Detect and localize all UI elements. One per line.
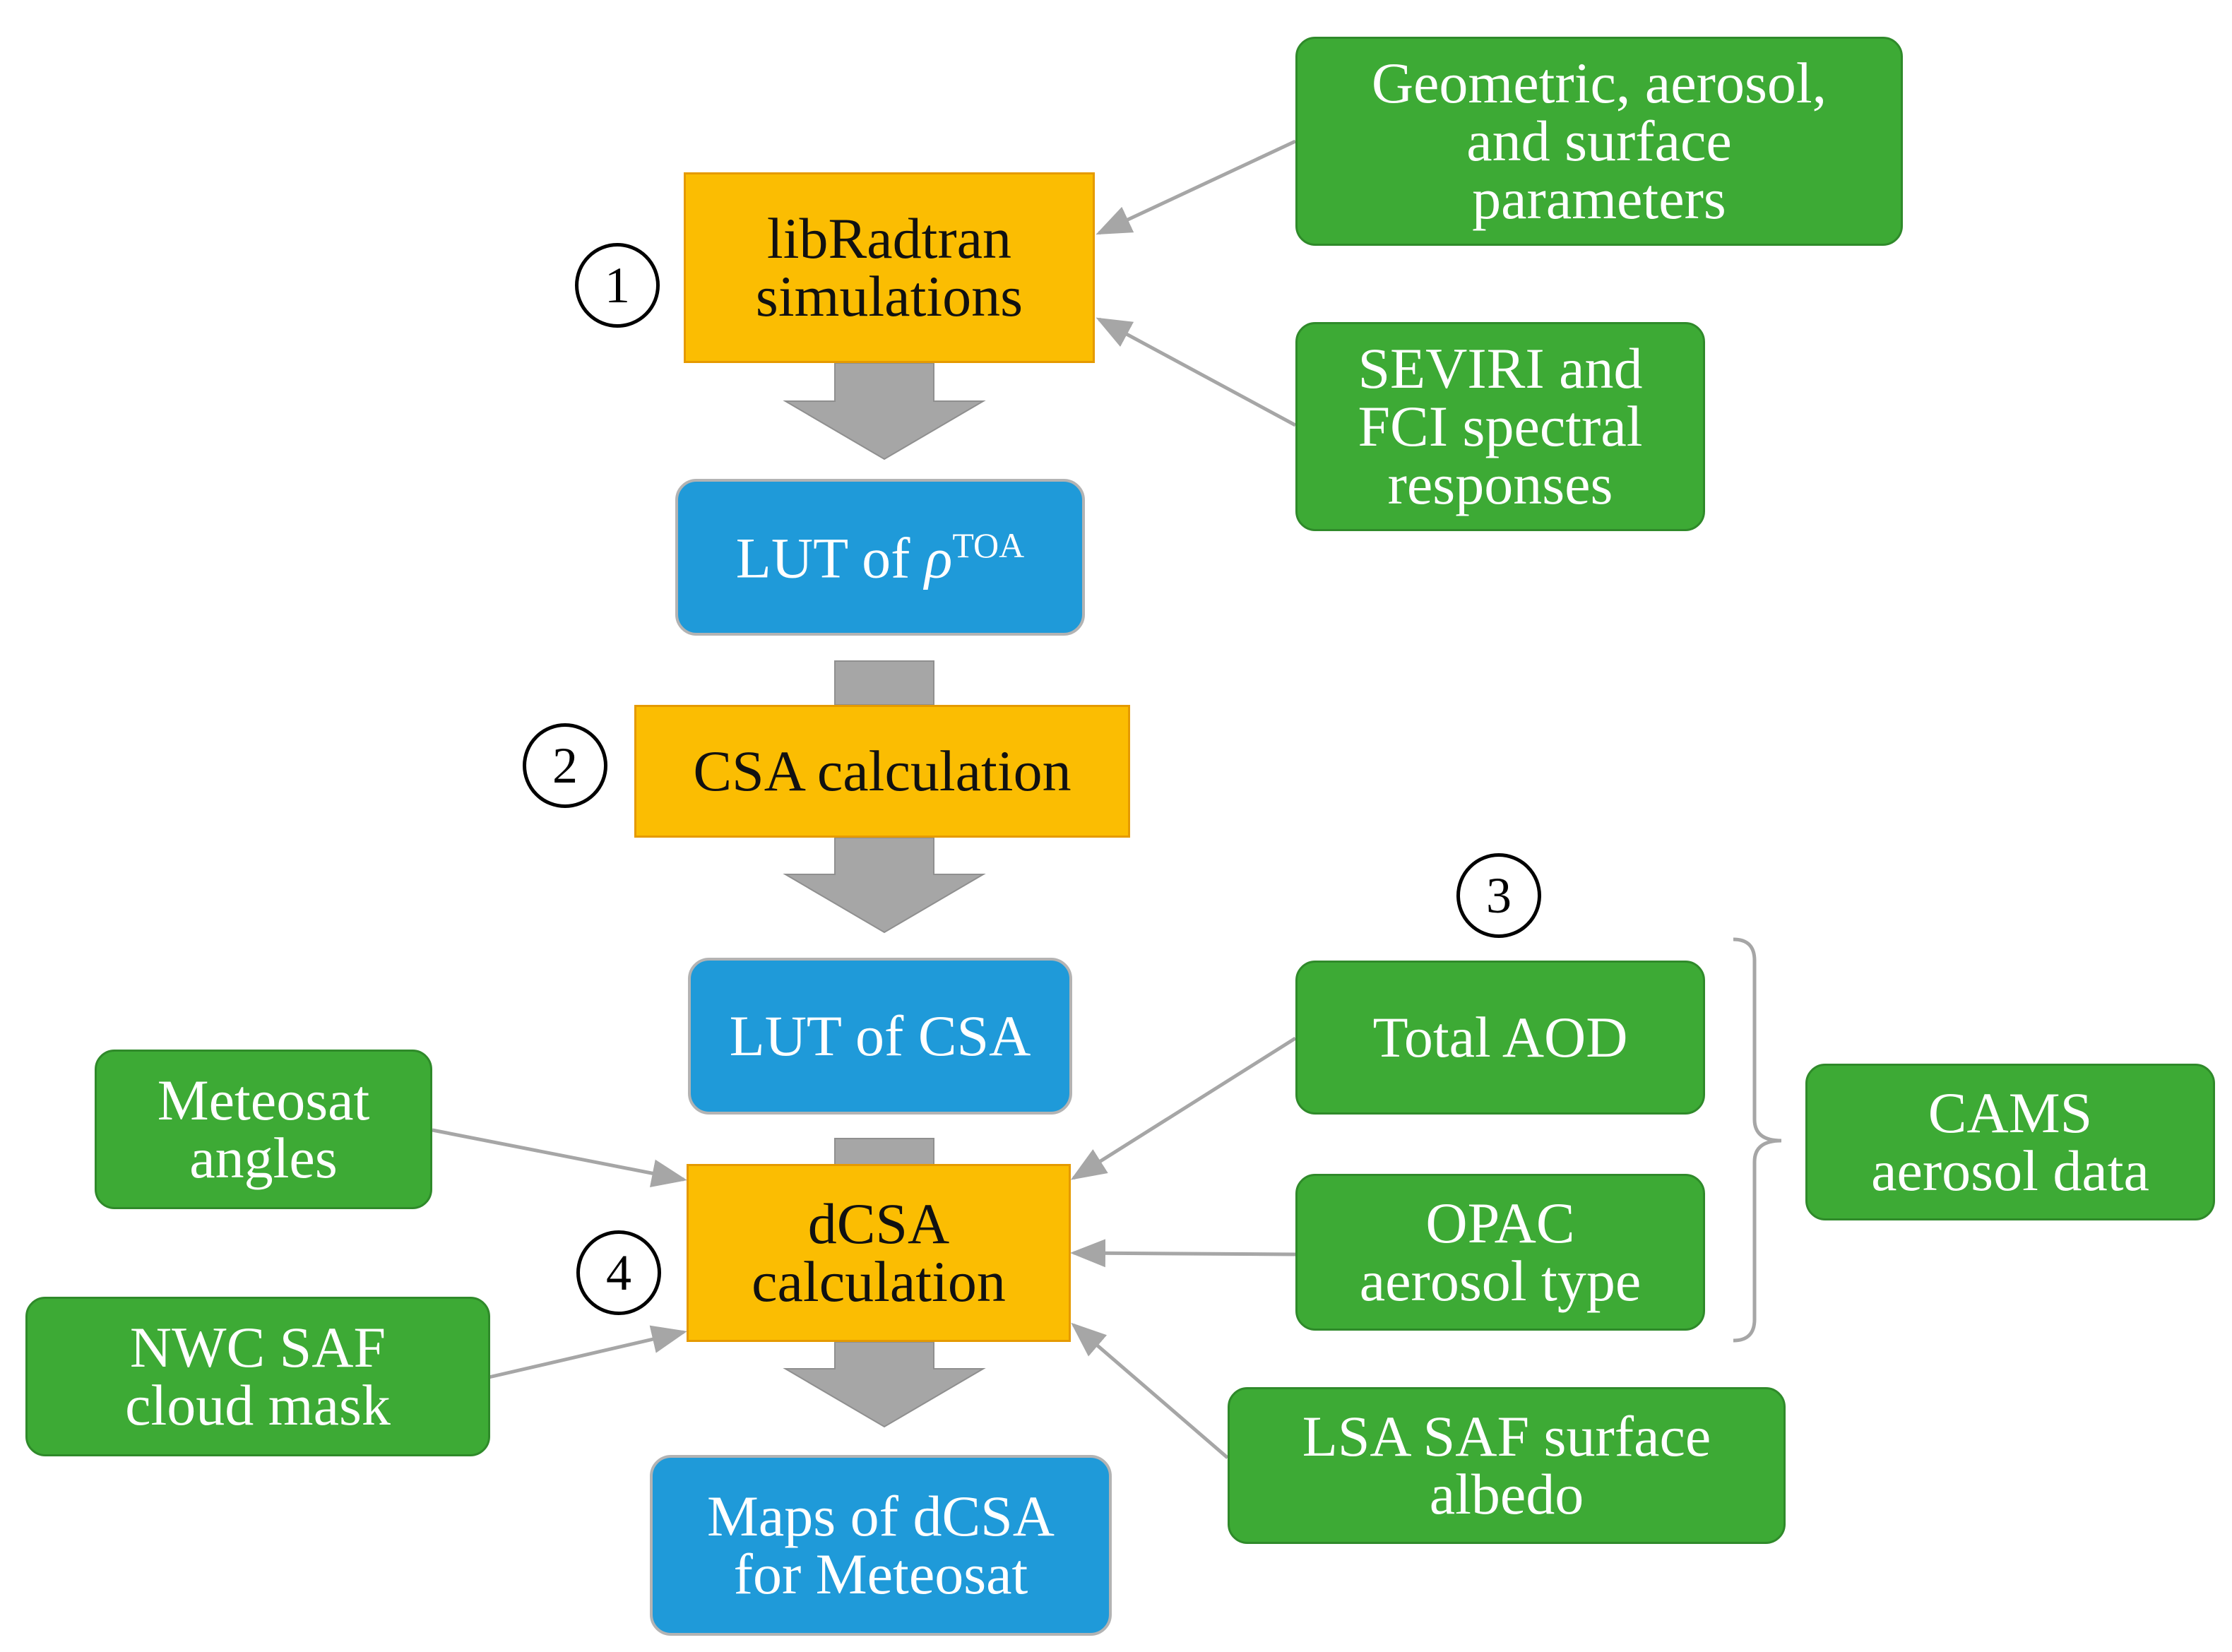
cams-aerosol-data-box: CAMS aerosol data [1805,1064,2215,1220]
arrow-nwc-to-dcsa [488,1325,687,1379]
geometric-parameters-label: Geometric, aerosol, and surface paramete… [1371,51,1827,231]
total-aod-box: Total AOD [1295,961,1705,1115]
arrow-seviri-to-libradtran [1096,317,1297,427]
maps-dcsa-box: Maps of dCSA for Meteosat [650,1455,1112,1636]
csa-calculation-label: CSA calculation [693,739,1072,803]
arrow-geometric-to-libradtran [1096,139,1297,235]
grouping-brace [1733,937,1782,1343]
lut-rho-toa-label: LUT of ρTOA [735,525,1025,590]
lsa-saf-albedo-box: LSA SAF surface albedo [1228,1387,1786,1544]
cams-aerosol-data-label: CAMS aerosol data [1871,1081,2149,1203]
arrow-lsa-to-dcsa [1071,1322,1229,1459]
lsa-saf-albedo-label: LSA SAF surface albedo [1302,1404,1711,1526]
rho-symbol: ρ [925,525,953,590]
step-marker-1: 1 [575,243,660,328]
lut-rho-toa-box: LUT of ρTOA [675,479,1085,636]
dcsa-calculation-box: dCSA calculation [687,1164,1071,1342]
arrow-angles-to-dcsa [432,1128,687,1187]
step-marker-2: 2 [523,723,607,808]
total-aod-label: Total AOD [1372,1005,1628,1069]
meteosat-angles-label: Meteosat angles [157,1068,370,1190]
opac-aerosol-type-box: OPAC aerosol type [1295,1174,1705,1331]
arrow-opac-to-dcsa [1070,1239,1296,1268]
seviri-fci-responses-box: SEVIRI and FCI spectral responses [1295,322,1705,531]
csa-calculation-box: CSA calculation [634,705,1130,838]
libradtran-simulations-label: libRadtran simulations [755,206,1023,328]
toa-superscript: TOA [952,525,1025,565]
lut-csa-box: LUT of CSA [688,958,1072,1115]
seviri-fci-responses-label: SEVIRI and FCI spectral responses [1358,336,1643,516]
libradtran-simulations-box: libRadtran simulations [684,172,1095,363]
maps-dcsa-label: Maps of dCSA for Meteosat [706,1484,1055,1606]
meteosat-angles-box: Meteosat angles [95,1050,432,1209]
flow-arrow-1 [783,362,986,460]
nwc-saf-cloud-mask-box: NWC SAF cloud mask [25,1297,490,1456]
lut-csa-label: LUT of CSA [729,1004,1031,1068]
step-marker-3: 3 [1456,853,1541,938]
opac-aerosol-type-label: OPAC aerosol type [1359,1191,1642,1313]
flow-arrow-3 [783,837,986,934]
arrow-aod-to-dcsa [1070,1036,1297,1180]
flow-arrow-5 [783,1341,986,1428]
nwc-saf-cloud-mask-label: NWC SAF cloud mask [125,1315,391,1437]
dcsa-calculation-label: dCSA calculation [752,1192,1006,1314]
step-marker-4: 4 [576,1230,661,1315]
geometric-parameters-box: Geometric, aerosol, and surface paramete… [1295,37,1903,246]
flow-arrow-2-stub [834,660,934,706]
